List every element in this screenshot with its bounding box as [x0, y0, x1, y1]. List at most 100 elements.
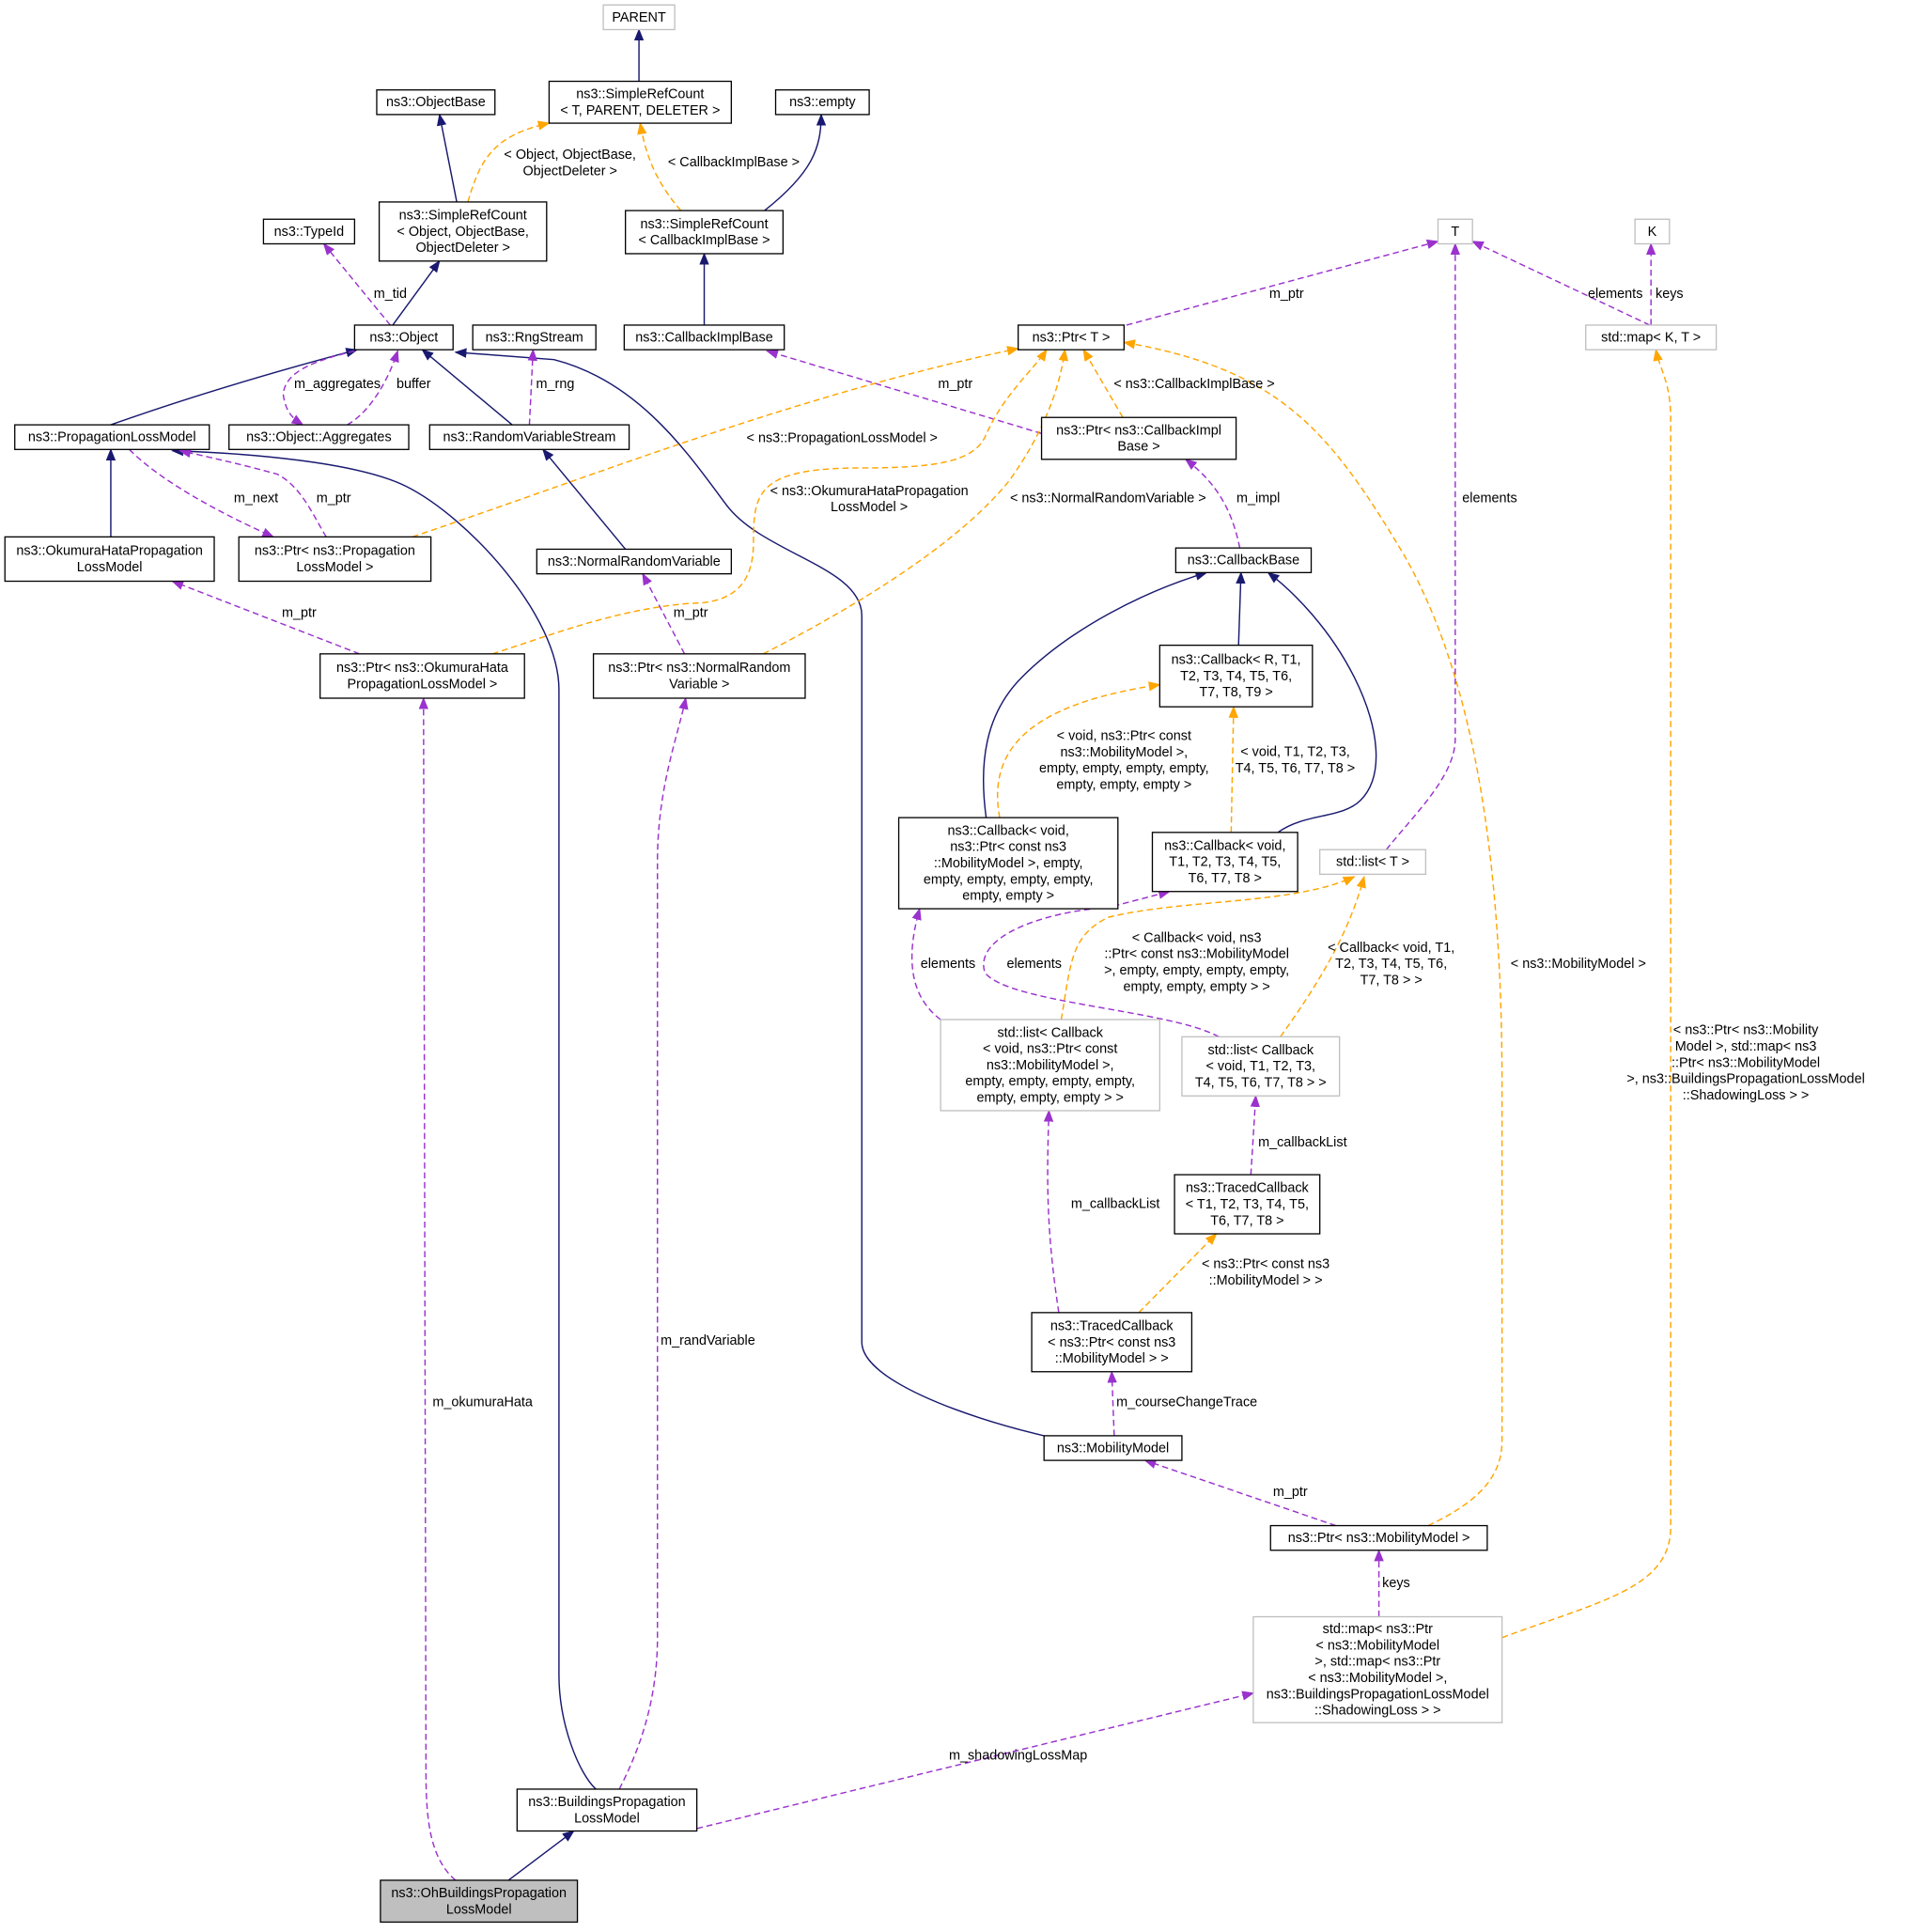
node-label: ns3::TracedCallback [1186, 1181, 1310, 1196]
edge-label: < void, T1, T2, T3, [1240, 745, 1350, 760]
usage-edge [418, 696, 457, 1881]
edge-label: ::ShadowingLoss > > [1683, 1088, 1810, 1103]
edge-label: T7, T8 > > [1360, 974, 1423, 989]
node-ptr-plm[interactable]: ns3::Ptr< ns3::PropagationLossModel > [238, 536, 432, 583]
template-edge [1138, 1233, 1218, 1314]
node-box [1437, 218, 1473, 245]
node-label: ::ShadowingLoss > > [1314, 1704, 1441, 1719]
template-edge [1228, 705, 1238, 833]
node-label: Variable > [669, 678, 729, 693]
template-edge [1082, 349, 1124, 418]
edge-label: ::MobilityModel > > [1209, 1273, 1323, 1288]
node-empty[interactable]: ns3::empty [774, 89, 870, 116]
edge-label: < void, ns3::Ptr< const [1057, 729, 1191, 744]
node-nrv[interactable]: ns3::NormalRandomVariable [536, 548, 732, 575]
node-label: ns3::SimpleRefCount [399, 209, 527, 224]
node-box [14, 424, 210, 450]
edge-labels: < Object, ObjectBase,ObjectDeleter >< Ca… [234, 148, 1865, 1763]
node-traced-mob[interactable]: ns3::TracedCallback< ns3::Ptr< const ns3… [1031, 1312, 1193, 1373]
node-src-t[interactable]: ns3::SimpleRefCount< T, PARENT, DELETER … [548, 80, 732, 124]
node-map-kt[interactable]: std::map< K, T > [1585, 324, 1718, 351]
template-edge [467, 120, 551, 203]
node-box [376, 89, 496, 116]
usage-edge [322, 242, 391, 326]
node-label: ns3::Ptr< ns3::MobilityModel > [1288, 1531, 1470, 1546]
node-objectbase[interactable]: ns3::ObjectBase [376, 89, 496, 116]
template-edge [1501, 348, 1671, 1639]
node-ptr-okumura[interactable]: ns3::Ptr< ns3::OkumuraHataPropagationLos… [319, 653, 525, 699]
edge-label: m_callbackList [1258, 1135, 1346, 1150]
node-callback-mob[interactable]: ns3::Callback< void,ns3::Ptr< const ns3:… [897, 817, 1119, 910]
node-box [353, 324, 454, 351]
node-callback-r[interactable]: ns3::Callback< R, T1,T2, T3, T4, T5, T6,… [1158, 644, 1314, 708]
edge-label: ::Ptr< ns3::MobilityModel [1671, 1055, 1820, 1070]
node-ptr-mob[interactable]: ns3::Ptr< ns3::MobilityModel > [1269, 1524, 1488, 1551]
node-ptr-cib[interactable]: ns3::Ptr< ns3::CallbackImplBase > [1040, 416, 1237, 460]
node-k[interactable]: K [1634, 218, 1671, 245]
edge-label: < ns3::NormalRandomVariable > [1010, 491, 1206, 506]
node-parent[interactable]: PARENT [602, 4, 676, 31]
node-label: ns3::Ptr< ns3::CallbackImpl [1056, 423, 1221, 438]
node-t[interactable]: T [1437, 218, 1473, 245]
node-rngstream[interactable]: ns3::RngStream [472, 324, 597, 351]
edge-label: < ns3::OkumuraHataPropagation [770, 484, 969, 499]
node-typeid[interactable]: ns3::TypeId [262, 218, 356, 245]
node-label: ns3::Object::Aggregates [246, 430, 392, 445]
node-label: ns3::OkumuraHataPropagation [16, 544, 203, 559]
usage-edge [282, 350, 355, 426]
node-src-object[interactable]: ns3::SimpleRefCount< Object, ObjectBase,… [378, 201, 548, 262]
node-map-big[interactable]: std::map< ns3::Ptr< ns3::MobilityModel>,… [1252, 1615, 1503, 1723]
node-list-t[interactable]: std::list< T > [1319, 849, 1427, 876]
node-label: T2, T3, T4, T5, T6, [1180, 669, 1292, 684]
node-label: < void, ns3::Ptr< const [983, 1042, 1117, 1057]
edge-label: < ns3::Ptr< ns3::Mobility [1673, 1023, 1819, 1038]
node-label: LossModel [574, 1811, 640, 1826]
usage-edge [171, 580, 360, 655]
node-label: < void, T1, T2, T3, [1206, 1059, 1316, 1074]
node-ptr-nrv[interactable]: ns3::Ptr< ns3::NormalRandomVariable > [592, 653, 806, 699]
node-label: >, std::map< ns3::Ptr [1314, 1655, 1440, 1670]
node-box [319, 653, 525, 699]
node-label: empty, empty, empty > > [977, 1091, 1124, 1106]
node-buildings[interactable]: ns3::BuildingsPropagationLossModel [516, 1788, 698, 1832]
edge-label: m_rng [536, 377, 575, 392]
node-object[interactable]: ns3::Object [353, 324, 454, 351]
edge-label: m_ptr [1269, 287, 1304, 302]
inheritance-edge [171, 445, 597, 1790]
template-edge [412, 346, 1019, 538]
inheritance-edge [392, 259, 441, 326]
node-src-cib[interactable]: ns3::SimpleRefCount< CallbackImplBase > [625, 210, 785, 255]
inheritance-edge [1236, 571, 1246, 646]
node-label: PropagationLossModel > [348, 678, 498, 693]
usage-edge [179, 447, 327, 538]
node-list-cb-t[interactable]: std::list< Callback< void, T1, T2, T3,T4… [1181, 1036, 1341, 1097]
node-label: ns3::TypeId [274, 225, 344, 240]
edge-label: m_next [234, 491, 278, 506]
edge-label: m_shadowingLossMap [949, 1749, 1087, 1764]
node-box [1174, 547, 1313, 573]
node-label: ::MobilityModel >, empty, [934, 856, 1083, 871]
node-aggregates[interactable]: ns3::Object::Aggregates [228, 424, 410, 450]
node-callback-t[interactable]: ns3::Callback< void,T1, T2, T3, T4, T5,T… [1151, 832, 1298, 893]
edge-label: m_callbackList [1071, 1196, 1159, 1211]
node-plm[interactable]: ns3::PropagationLossModel [14, 424, 210, 450]
inheritance-edge [982, 570, 1208, 818]
node-list-cb-mob[interactable]: std::list< Callback< void, ns3::Ptr< con… [940, 1019, 1160, 1112]
node-cib[interactable]: ns3::CallbackImplBase [623, 324, 785, 351]
edge-label: m_ptr [317, 491, 351, 506]
edge-label: T4, T5, T6, T7, T8 > [1236, 761, 1355, 776]
node-traced-t[interactable]: ns3::TracedCallback< T1, T2, T3, T4, T5,… [1174, 1174, 1321, 1235]
node-label: ns3::SimpleRefCount [640, 217, 768, 232]
edge-label: < Callback< void, T1, [1328, 941, 1454, 956]
node-label: empty, empty > [962, 889, 1054, 904]
node-ptr-t[interactable]: ns3::Ptr< T > [1018, 324, 1125, 351]
node-label: std::list< Callback [997, 1025, 1103, 1040]
edge-label: ObjectDeleter > [522, 164, 617, 179]
node-mobility[interactable]: ns3::MobilityModel [1043, 1435, 1183, 1461]
node-rvs[interactable]: ns3::RandomVariableStream [428, 424, 630, 450]
node-label: ns3::RngStream [486, 331, 583, 346]
node-callbackbase[interactable]: ns3::CallbackBase [1174, 547, 1313, 573]
node-box [378, 201, 548, 262]
